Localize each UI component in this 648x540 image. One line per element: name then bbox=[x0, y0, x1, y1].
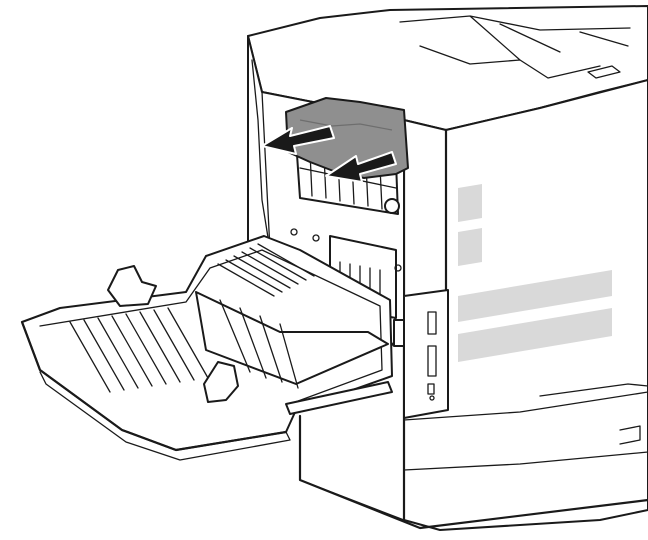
port-slot-2 bbox=[427, 345, 437, 377]
port-screw bbox=[429, 395, 435, 401]
label-panel-large-top bbox=[458, 270, 612, 322]
output-tray-slot bbox=[587, 65, 621, 79]
printer-base bbox=[298, 414, 648, 530]
door-latch-left bbox=[107, 265, 157, 307]
printer-base-bottom bbox=[298, 414, 648, 530]
tray-divider-lower bbox=[403, 451, 648, 471]
fuser-ribs bbox=[309, 151, 383, 210]
tray-handle bbox=[619, 425, 641, 445]
tray-bottom-lip bbox=[539, 383, 648, 397]
door-inner-rim bbox=[39, 249, 383, 405]
pull-arrow-upper bbox=[261, 125, 335, 155]
duplex-guide-ribs bbox=[69, 307, 209, 393]
interface-port-panel bbox=[403, 289, 449, 419]
label-panel-large-bottom bbox=[458, 308, 612, 362]
pull-arrow-lower bbox=[325, 151, 397, 183]
tray-divider-upper bbox=[403, 391, 648, 421]
door-guide-ribs bbox=[219, 299, 299, 389]
door-feed-guide bbox=[195, 291, 389, 385]
cavity-frame-left bbox=[251, 59, 271, 251]
port-slot-3 bbox=[427, 383, 435, 395]
port-panel-frame bbox=[403, 289, 449, 419]
base-side-edge bbox=[299, 479, 405, 521]
port-slot-1 bbox=[427, 311, 437, 335]
pull-arrows bbox=[261, 125, 397, 183]
label-panel-small-top bbox=[458, 184, 482, 222]
label-panel-small-bottom bbox=[458, 228, 482, 266]
door-outer-edge bbox=[20, 320, 288, 452]
fuser-knob bbox=[384, 198, 400, 214]
cavity-hole-2 bbox=[312, 234, 320, 242]
door-lock-tab bbox=[393, 319, 405, 347]
door-hinge-arm bbox=[285, 381, 393, 415]
open-right-door bbox=[20, 235, 405, 461]
jammed-paper-crease bbox=[299, 119, 393, 131]
door-latch-bottom bbox=[203, 361, 239, 403]
door-bottom-ledge bbox=[39, 371, 291, 461]
cavity-hole-3 bbox=[394, 264, 402, 272]
door-roller-ribs bbox=[217, 243, 315, 297]
cavity-hole-1 bbox=[290, 228, 298, 236]
output-tray bbox=[399, 15, 631, 79]
side-label-panels bbox=[458, 184, 612, 362]
